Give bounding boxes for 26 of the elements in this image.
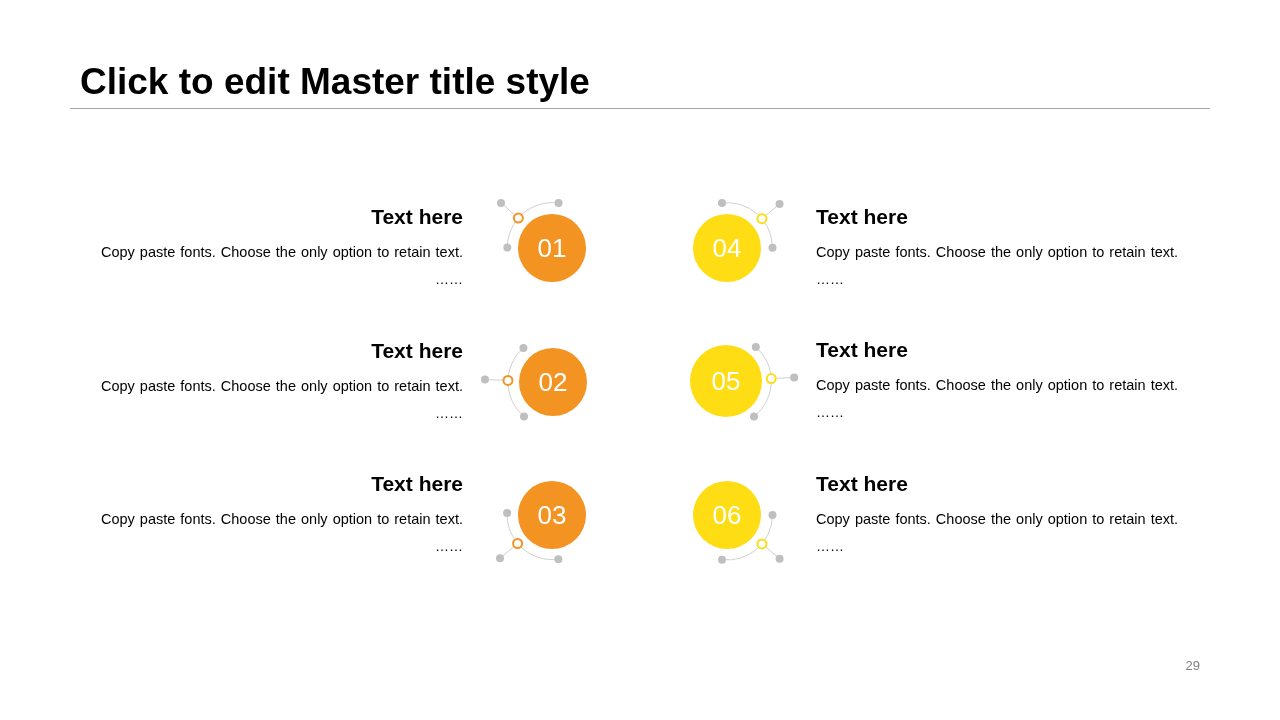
body-text: Copy paste fonts. Choose the only option to retain text. [100,377,463,395]
number-circle: 04 [693,214,761,282]
ellipsis-text: …… [816,404,844,420]
body-text: Copy paste fonts. Choose the only option to retain text. [816,510,1179,528]
section-heading: Text here [816,471,908,497]
number-circle: 01 [518,214,586,282]
number-circle: 06 [693,481,761,549]
body-text: Copy paste fonts. Choose the only option to retain text. [816,243,1179,261]
section-heading: Text here [371,338,463,364]
number-circle: 05 [690,345,762,417]
body-text: Copy paste fonts. Choose the only option to retain text. [100,510,463,528]
body-text: Copy paste fonts. Choose the only option to retain text. [816,376,1179,394]
page-number: 29 [1185,658,1200,674]
section-heading: Text here [816,204,908,230]
ellipsis-text: …… [816,271,844,287]
number-circle: 03 [518,481,586,549]
number-circle: 02 [519,348,587,416]
ellipsis-text: …… [816,538,844,554]
section-heading: Text here [371,204,463,230]
ellipsis-text: …… [435,538,463,554]
section-heading: Text here [371,471,463,497]
body-text: Copy paste fonts. Choose the only option to retain text. [100,243,463,261]
ellipsis-text: …… [435,271,463,287]
ellipsis-text: …… [435,405,463,421]
slide-title: Click to edit Master title style [80,60,590,104]
section-heading: Text here [816,337,908,363]
